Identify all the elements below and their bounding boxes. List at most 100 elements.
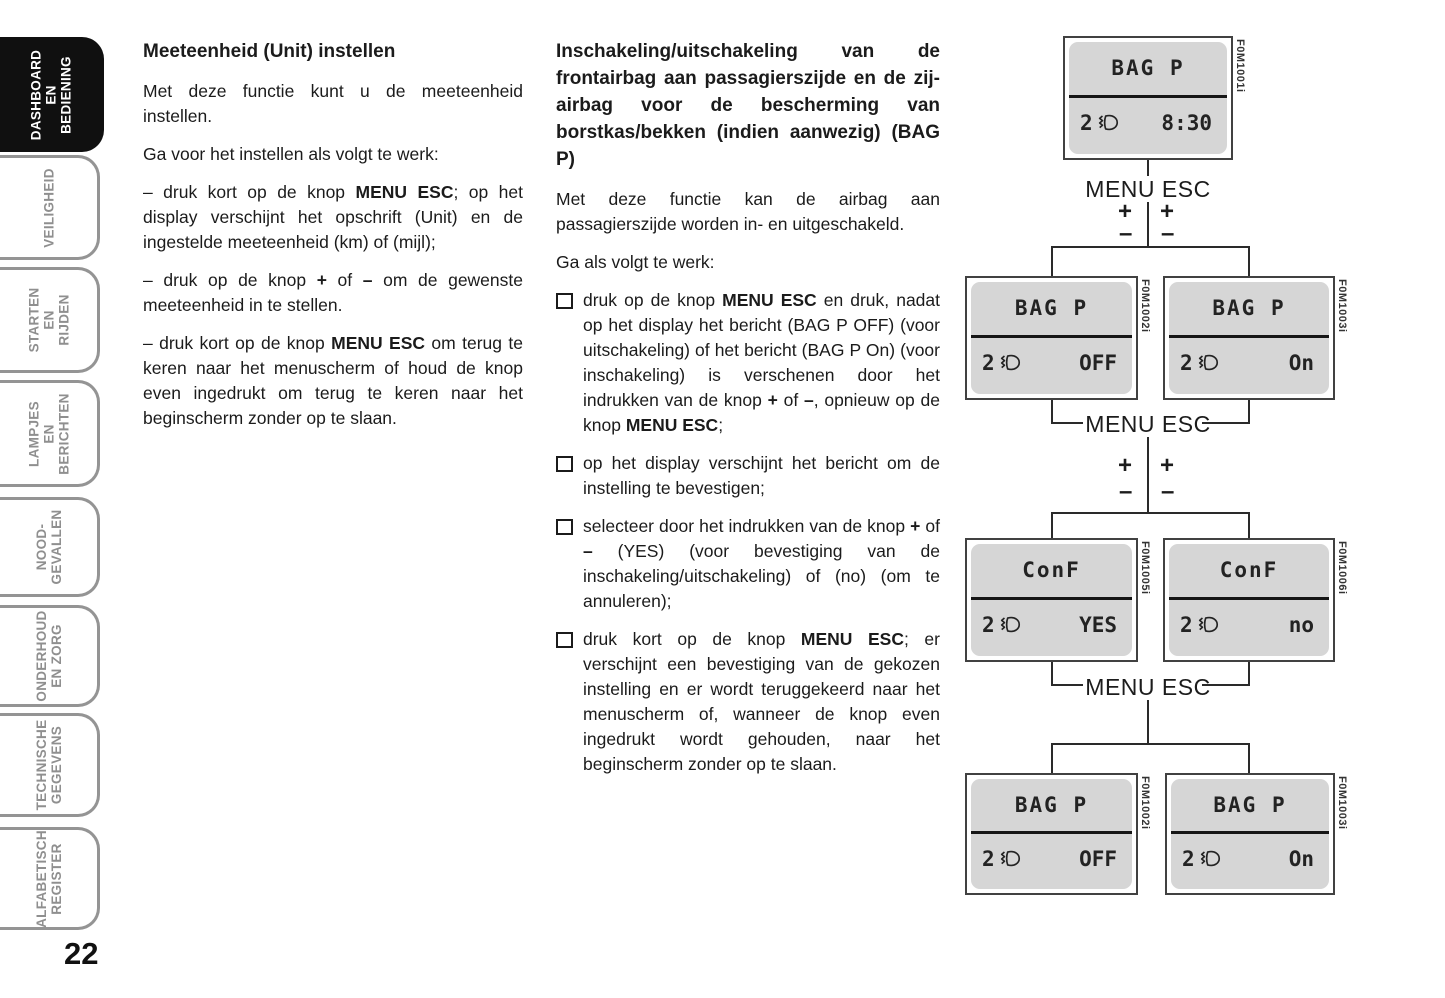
instrument-lights-icon	[1000, 354, 1020, 371]
figure-code: F0M1003i	[1336, 279, 1348, 333]
instrument-lights-icon	[1198, 616, 1218, 633]
connector-line	[1248, 400, 1250, 424]
instrument-lights-icon	[1098, 114, 1118, 131]
list-item: selecteer door het indrukken van de knop…	[556, 514, 940, 614]
lcd-title: BAG P	[1213, 792, 1287, 817]
paragraph: – druk op de knop + of – om de gewenste …	[143, 270, 523, 315]
section-heading: Meeteenheid (Unit) instellen	[143, 41, 396, 62]
plus-label: +	[1118, 198, 1133, 225]
lcd-counter-value: 2	[982, 350, 995, 375]
figure-code: F0M1002i	[1139, 279, 1151, 333]
sidebar-tab-label: DASHBOARD EN BEDIENING	[28, 49, 73, 140]
connector-line	[1051, 743, 1250, 745]
list-item: op het display verschijnt het bericht om…	[556, 451, 940, 501]
lcd-counter-value: 2	[1182, 846, 1195, 871]
square-bullet-icon	[556, 456, 573, 472]
lcd-display: BAG P 2 OFF F0M1002i	[965, 773, 1151, 895]
lcd-value: OFF	[1079, 350, 1117, 375]
sidebar-tab-label: LAMPJES EN BERICHTEN	[26, 392, 71, 475]
connector-line	[1051, 400, 1053, 424]
menu-esc-label: MENU ESC	[1085, 411, 1211, 437]
sidebar-tab-alfabetisch-register: ALFABETISCH REGISTER	[0, 827, 100, 930]
lcd-counter-value: 2	[982, 612, 995, 637]
instrument-lights-icon	[1000, 850, 1020, 867]
menu-esc-label: MENU ESC	[1085, 176, 1211, 202]
lcd-value: OFF	[1079, 846, 1117, 871]
lcd-title: ConF	[1219, 558, 1279, 583]
connector-line	[1051, 246, 1250, 248]
lcd-display: BAG P 2 On F0M1003i	[1163, 276, 1348, 400]
paragraph: Met deze functie kunt u de meeteenheid i…	[143, 81, 523, 126]
connector-line	[1248, 512, 1250, 538]
minus-label: –	[1119, 478, 1133, 505]
connector-line	[1147, 437, 1149, 512]
connector-line	[1051, 422, 1083, 424]
minus-label: –	[1161, 478, 1175, 505]
list-item-text: druk kort op de knop MENU ESC; er versch…	[583, 629, 940, 774]
list-item: druk kort op de knop MENU ESC; er versch…	[556, 627, 940, 777]
lcd-divider	[971, 596, 1132, 600]
lcd-screen: BAG P 2 OFF	[971, 282, 1132, 394]
lcd-divider	[971, 334, 1132, 338]
lcd-counter-value: 2	[1180, 612, 1193, 637]
sidebar-tab-label: TECHNISCHE GEGEVENS	[33, 719, 64, 811]
list-item-text: selecteer door het indrukken van de knop…	[583, 516, 940, 611]
column-unit-setting: Meeteenheid (Unit) instellen Met deze fu…	[143, 38, 523, 444]
connector-line	[1248, 662, 1250, 686]
lcd-counter-value: 2	[1180, 350, 1193, 375]
sidebar-tab-noodgevallen: NOOD- GEVALLEN	[0, 497, 100, 597]
sidebar-tab-starten-en-rijden: STARTEN EN RIJDEN	[0, 267, 100, 373]
plus-label: +	[1160, 198, 1175, 225]
connector-line	[1051, 512, 1250, 514]
instrument-lights-icon	[1000, 616, 1020, 633]
figure-code: F0M1005i	[1139, 541, 1151, 595]
sidebar-tab-veiligheid: VEILIGHEID	[0, 155, 100, 260]
square-bullet-icon	[556, 519, 573, 535]
figure-code: F0M1001i	[1234, 39, 1246, 93]
lcd-display: ConF 2 YES F0M1005i	[965, 538, 1151, 662]
connector-line	[1051, 246, 1053, 276]
paragraph: Ga voor het instellen als volgt te werk:	[143, 144, 439, 164]
lcd-title: BAG P	[1014, 296, 1089, 321]
list-item-text: druk op de knop MENU ESC en druk, nadat …	[583, 290, 940, 435]
connector-line	[1051, 512, 1053, 538]
connector-line	[1202, 422, 1250, 424]
paragraph: – druk kort op de knop MENU ESC; op het …	[143, 182, 523, 252]
lcd-title: ConF	[1022, 558, 1081, 583]
lcd-screen: BAG P 2 On	[1171, 779, 1329, 889]
section-heading: Inschakeling/uitschakeling van de fronta…	[556, 41, 940, 170]
connector-line	[1147, 160, 1149, 176]
page-number: 22	[64, 936, 99, 971]
lcd-counter-value: 2	[1080, 110, 1093, 135]
connector-line	[1051, 743, 1053, 773]
sidebar-tab-label: ALFABETISCH REGISTER	[33, 829, 64, 928]
connector-line	[1248, 246, 1250, 276]
lcd-title: BAG P	[1212, 296, 1286, 321]
connector-line	[1051, 684, 1083, 686]
minus-label: –	[1119, 220, 1133, 247]
lcd-value: 8:30	[1161, 110, 1212, 135]
connector-line	[1051, 662, 1053, 686]
minus-label: –	[1161, 220, 1175, 247]
plus-label: +	[1118, 452, 1133, 479]
connector-line	[1248, 743, 1250, 773]
lcd-divider	[1169, 334, 1329, 338]
connector-line	[1147, 700, 1149, 745]
square-bullet-icon	[556, 632, 573, 648]
column-bag-p: Inschakeling/uitschakeling van de fronta…	[556, 38, 940, 790]
paragraph: Met deze functie kan de airbag aan passa…	[556, 189, 940, 234]
paragraph: – druk kort op de knop MENU ESC om terug…	[143, 333, 523, 428]
lcd-screen: BAG P 2 OFF	[971, 779, 1132, 889]
list-item: druk op de knop MENU ESC en druk, nadat …	[556, 288, 940, 438]
figure-code: F0M1002i	[1139, 776, 1151, 830]
lcd-divider	[1169, 596, 1329, 600]
lcd-screen: ConF 2 no	[1169, 544, 1329, 656]
plus-label: +	[1160, 452, 1175, 479]
connector-line	[1202, 684, 1250, 686]
lcd-display: BAG P 2 OFF F0M1002i	[965, 276, 1151, 400]
instrument-lights-icon	[1200, 850, 1220, 867]
lcd-divider	[1069, 94, 1227, 98]
lcd-divider	[1171, 830, 1329, 834]
sidebar-tab-label: STARTEN EN RIJDEN	[26, 287, 71, 353]
